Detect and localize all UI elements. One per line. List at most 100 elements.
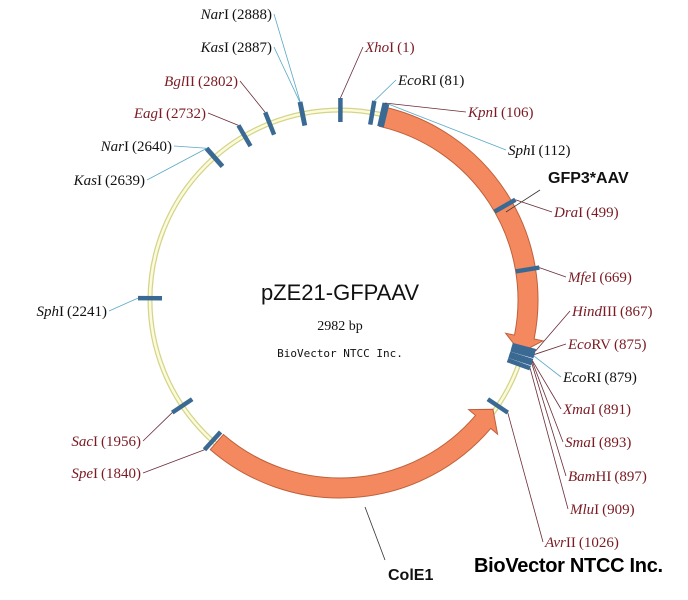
site-label-bglii: BglII(2802): [164, 74, 238, 90]
site-label-mlui: MluI(909): [569, 502, 635, 518]
feature-leader-line: [364, 506, 386, 561]
feature-arrow-gfp3-aav: [378, 106, 545, 354]
enzyme-name-roman: I: [594, 502, 599, 518]
site-leader-line: [534, 343, 567, 355]
site-position: (875): [614, 337, 647, 353]
enzyme-name-italic: Hind: [571, 304, 603, 320]
enzyme-name-roman: I: [591, 435, 596, 451]
enzyme-name-italic: Xho: [364, 40, 390, 56]
site-label-nari: NarI(2888): [200, 7, 272, 23]
site-position: (2802): [198, 74, 238, 90]
site-position: (112): [539, 143, 571, 159]
site-leader-line: [142, 412, 173, 442]
site-leader-line: [273, 46, 301, 103]
site-label-sphi: SphI(112): [508, 143, 570, 159]
enzyme-name-roman: I: [59, 304, 64, 320]
site-position: (879): [604, 370, 637, 386]
site-leader-line: [507, 412, 544, 543]
site-leader-line: [535, 310, 571, 352]
enzyme-name-roman: I: [389, 40, 394, 56]
site-position: (2640): [132, 139, 172, 155]
enzyme-name-roman: I: [591, 270, 596, 286]
enzyme-name-italic: Sma: [565, 435, 591, 451]
site-marker-saci: [171, 397, 194, 415]
enzyme-name-italic: Sph: [37, 304, 60, 320]
enzyme-name-roman: RV: [591, 337, 611, 353]
site-label-kasi: KasI(2639): [73, 173, 145, 189]
site-marker-mfei: [515, 265, 540, 274]
site-label-ecori: EcoRI(879): [562, 370, 637, 386]
site-leader-line: [387, 103, 507, 151]
site-marker-avrii: [486, 397, 509, 415]
site-label-ecori: EcoRI(81): [397, 73, 464, 89]
site-leader-line: [533, 355, 562, 378]
enzyme-name-italic: Bgl: [164, 74, 185, 90]
site-leader-line: [531, 363, 567, 477]
site-position: (669): [599, 270, 632, 286]
site-marker-eagi: [236, 124, 253, 148]
site-label-ecorv: EcoRV(875): [567, 337, 646, 353]
site-marker-ecori: [510, 347, 535, 359]
enzyme-name-italic: Kas: [200, 40, 225, 56]
site-position: (106): [501, 105, 534, 121]
site-label-avrii: AvrII(1026): [544, 535, 619, 551]
feature-label: ColE1: [388, 567, 433, 584]
enzyme-name-roman: I: [124, 139, 129, 155]
enzyme-name-roman: I: [493, 105, 498, 121]
site-label-xmai: XmaI(891): [562, 402, 631, 418]
site-leader-line: [384, 102, 467, 113]
feature-label: GFP3*AAV: [548, 170, 629, 187]
company-name-center: BioVector NTCC Inc.: [277, 347, 403, 360]
site-marker-sphi: [379, 103, 390, 128]
site-marker-nari: [205, 146, 225, 168]
site-marker-mlui: [506, 357, 531, 371]
site-position: (2241): [67, 304, 107, 320]
site-position: (1): [397, 40, 415, 56]
site-label-spei: SpeI(1840): [71, 466, 141, 482]
plasmid-size: 2982 bp: [317, 319, 363, 334]
site-position: (81): [439, 73, 464, 89]
plasmid-name: pZE21-GFPAAV: [261, 280, 419, 305]
site-position: (1956): [101, 434, 141, 450]
site-leader-line: [142, 449, 205, 474]
site-position: (897): [614, 469, 647, 485]
site-label-saci: SacI(1956): [71, 434, 141, 450]
site-leader-line: [108, 297, 139, 312]
enzyme-name-roman: I: [93, 466, 98, 482]
site-marker-ecori: [368, 100, 377, 125]
site-label-kpni: KpnI(106): [467, 105, 534, 121]
enzyme-name-roman: I: [224, 40, 229, 56]
enzyme-name-italic: Nar: [200, 7, 225, 23]
site-marker-bglii: [263, 111, 277, 136]
site-labels: XhoI(1)EcoRI(81)KpnI(106)SphI(112)DraI(4…: [37, 7, 653, 551]
enzyme-name-roman: I: [224, 7, 229, 23]
plasmid-center-info: pZE21-GFPAAV 2982 bp BioVector NTCC Inc.: [261, 280, 419, 360]
enzyme-name-roman: I: [97, 173, 102, 189]
site-label-drai: DraI(499): [553, 205, 619, 221]
enzyme-name-italic: Eco: [562, 370, 587, 386]
site-leader-line: [539, 267, 567, 278]
enzyme-name-roman: III: [602, 304, 617, 320]
site-leader-line: [146, 148, 207, 181]
site-position: (2639): [105, 173, 145, 189]
enzyme-name-roman: I: [578, 205, 583, 221]
enzyme-name-italic: Eag: [133, 106, 159, 122]
site-position: (1026): [579, 535, 619, 551]
site-position: (891): [599, 402, 632, 418]
site-leader-line: [532, 360, 562, 410]
enzyme-name-italic: Dra: [553, 205, 578, 221]
site-position: (909): [602, 502, 635, 518]
feature-arrows: GFP3*AAV ColE1: [209, 106, 629, 584]
site-leader-line: [239, 80, 266, 113]
site-leader-line: [531, 361, 564, 443]
site-marker-nari: [298, 101, 308, 126]
site-marker-hindiii: [511, 342, 536, 354]
site-label-xhoi: XhoI(1): [364, 40, 415, 56]
site-position: (893): [599, 435, 632, 451]
site-marker-bamhi: [508, 353, 533, 366]
enzyme-name-roman: I: [531, 143, 536, 159]
enzyme-name-italic: Eco: [397, 73, 422, 89]
enzyme-name-italic: Kpn: [467, 105, 493, 121]
site-label-sphi: SphI(2241): [37, 304, 108, 320]
site-leader-line: [273, 13, 301, 103]
